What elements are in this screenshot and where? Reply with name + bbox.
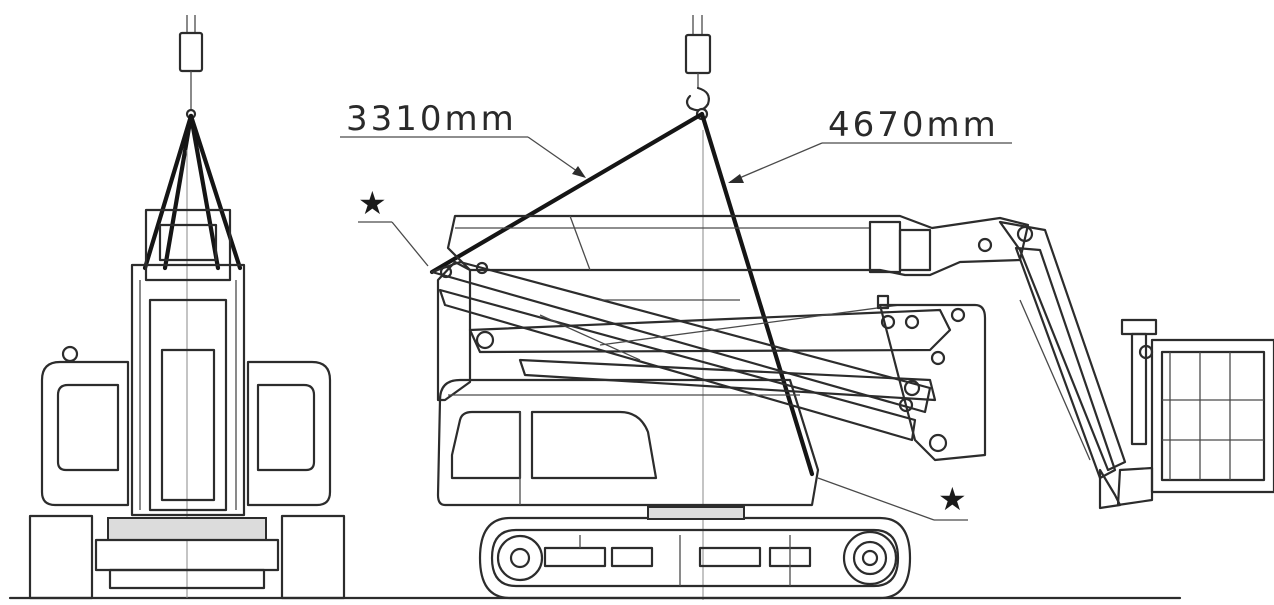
side-view [340, 15, 1274, 600]
sling-left [429, 111, 705, 275]
jib-arm [977, 220, 1127, 510]
front-slings [142, 113, 243, 271]
dimension-leaders [340, 136, 1012, 521]
front-tracks [28, 514, 346, 600]
front-body [40, 345, 332, 507]
star-mark-lower: ★ [938, 480, 967, 518]
front-boom [130, 208, 246, 517]
crawler-track [478, 506, 912, 600]
sling-right [699, 111, 815, 477]
star-mark-upper: ★ [358, 184, 387, 222]
chassis-body [436, 260, 820, 507]
sling-right-length-label: 4670mm [828, 105, 999, 145]
side-crane-hook [684, 15, 712, 121]
sling-left-length-label: 3310mm [346, 99, 517, 139]
lower-boom-linkage [430, 260, 987, 462]
front-crane-hook [178, 15, 204, 120]
work-basket [1116, 318, 1274, 507]
front-view [28, 15, 346, 600]
side-slings [429, 111, 815, 477]
